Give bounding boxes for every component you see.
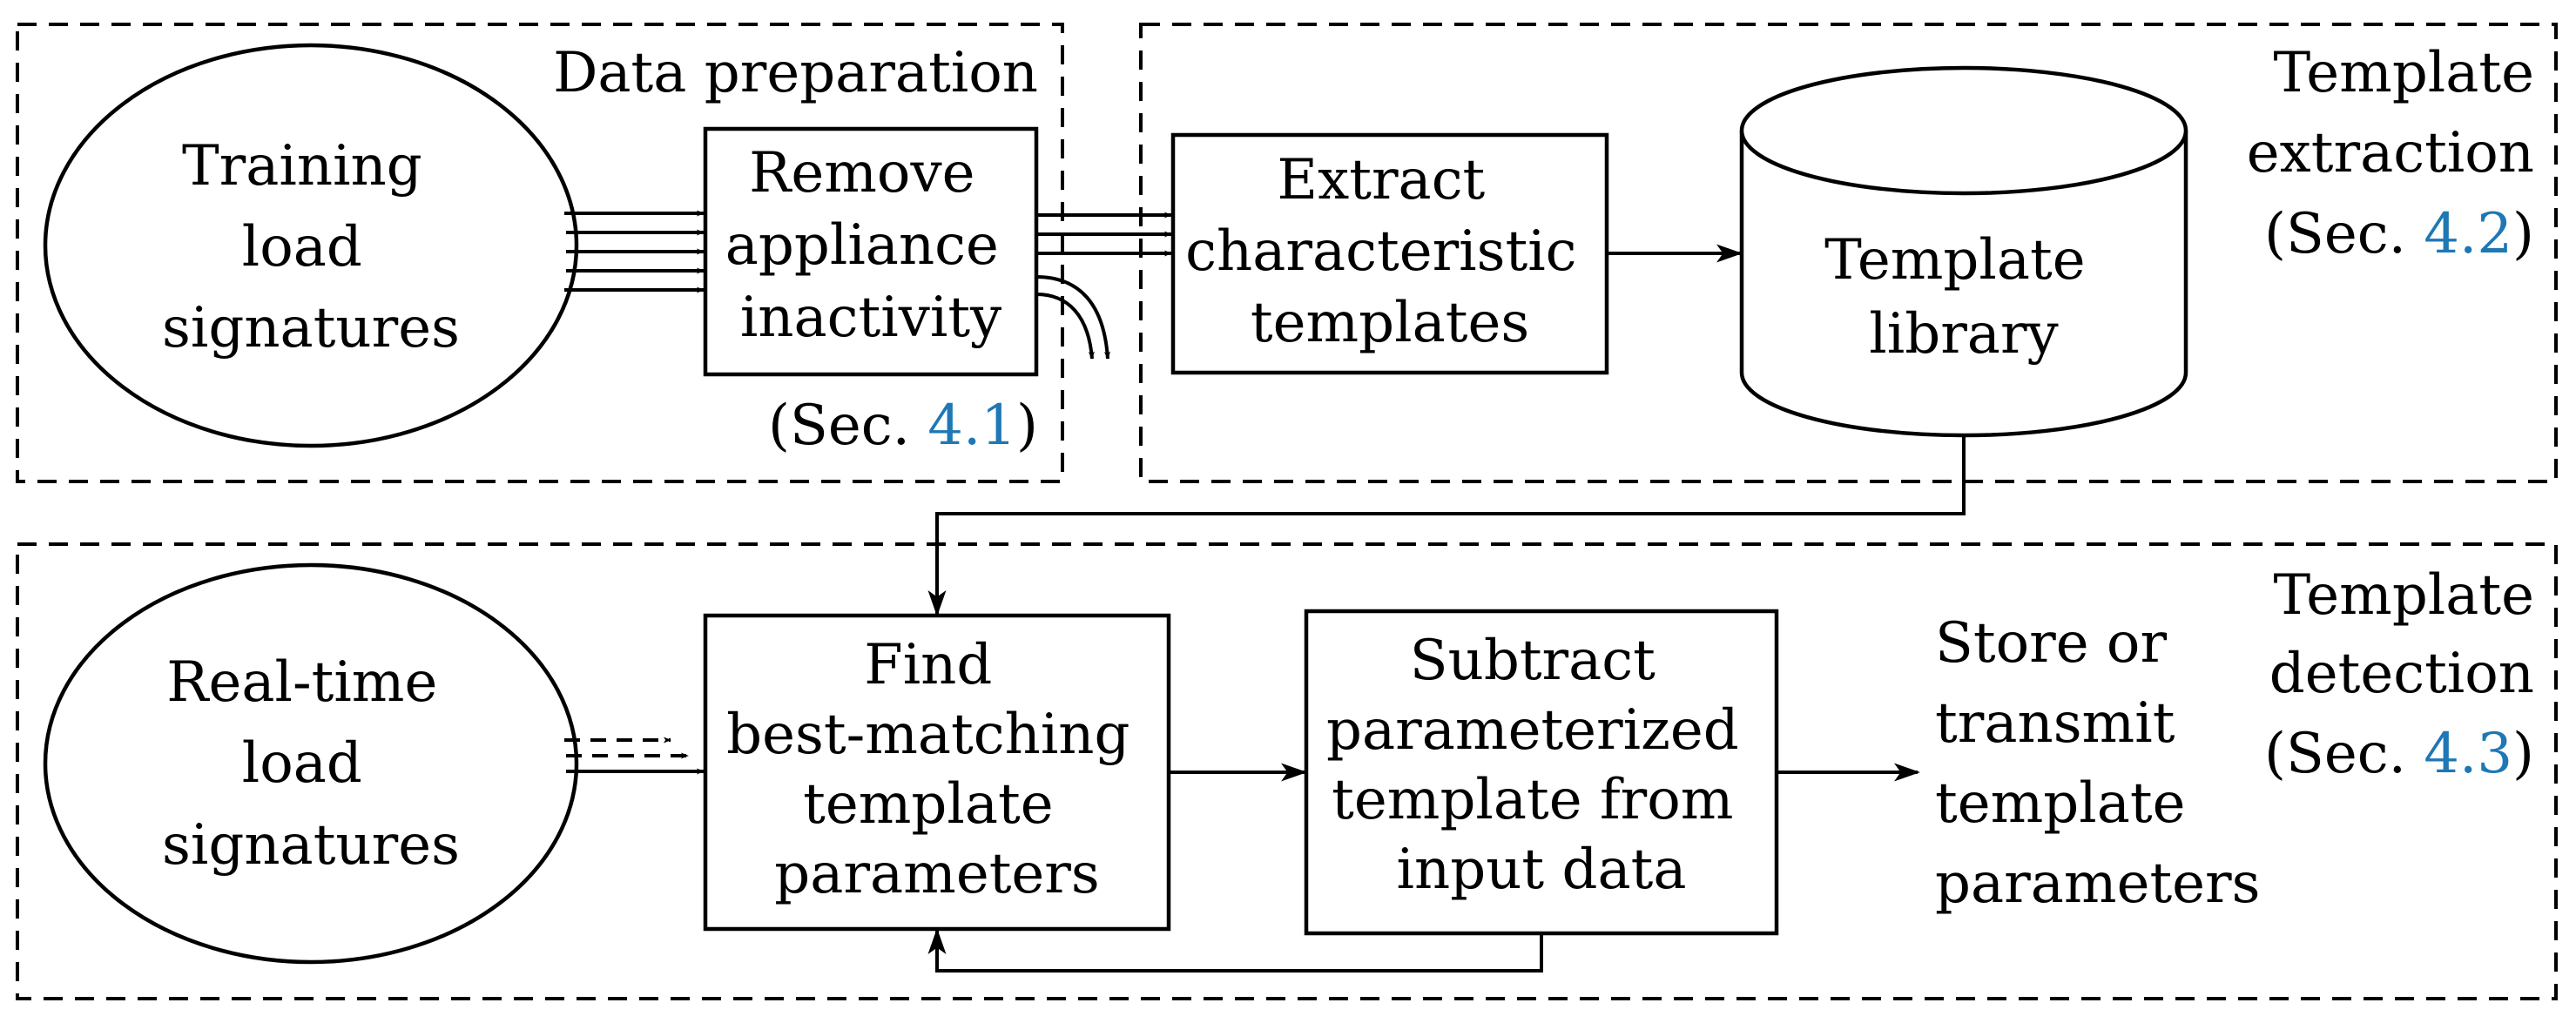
template-library-node xyxy=(1739,65,2188,438)
realtime-signatures-node xyxy=(43,562,579,965)
subtract-template-node xyxy=(1304,609,1779,936)
region-title-template-detection-line1: Template xyxy=(2274,563,2534,628)
section-link-4-2[interactable]: 4.2 xyxy=(2424,202,2512,266)
edge-feedback-subtract-to-find xyxy=(927,928,1543,973)
region-ref-data-preparation: (Sec. 4.1) xyxy=(768,394,1038,458)
edge-library-to-find xyxy=(927,435,1966,616)
store-transmit-label: Store or transmit template parameters xyxy=(1935,611,2260,916)
region-data-preparation xyxy=(16,23,1064,483)
find-parameters-label: Find best-matching template parameters xyxy=(726,633,1148,906)
section-link-4-1[interactable]: 4.1 xyxy=(927,394,1016,458)
region-title-template-extraction-line1: Template xyxy=(2274,41,2534,105)
subtract-template-label: Subtract parameterized template from inp… xyxy=(1326,629,1757,902)
training-signatures-label: Training load signatures xyxy=(162,134,460,360)
region-title-template-detection-line2: detection xyxy=(2269,642,2534,706)
extract-templates-node xyxy=(1170,132,1609,375)
edge-remove-to-extract xyxy=(1036,212,1172,257)
region-title-template-extraction-line2: extraction xyxy=(2247,121,2534,185)
region-title-data-preparation: Data preparation xyxy=(553,41,1038,105)
region-ref-template-detection: (Sec. 4.3) xyxy=(2264,722,2534,786)
region-ref-template-extraction: (Sec. 4.2) xyxy=(2264,202,2534,266)
training-signatures-node xyxy=(43,43,579,448)
edge-realtime-to-find xyxy=(564,737,705,775)
extract-templates-label: Extract characteristic templates xyxy=(1185,148,1595,355)
template-library-label: Template library xyxy=(1824,228,2103,367)
remove-inactivity-label: Remove appliance inactivity xyxy=(725,141,1016,350)
section-link-4-3[interactable]: 4.3 xyxy=(2424,722,2512,786)
region-template-detection xyxy=(16,542,2558,1000)
realtime-signatures-label: Real-time load signatures xyxy=(162,650,460,878)
edge-training-to-remove xyxy=(564,210,705,293)
edge-discarded-data xyxy=(1035,275,1111,360)
